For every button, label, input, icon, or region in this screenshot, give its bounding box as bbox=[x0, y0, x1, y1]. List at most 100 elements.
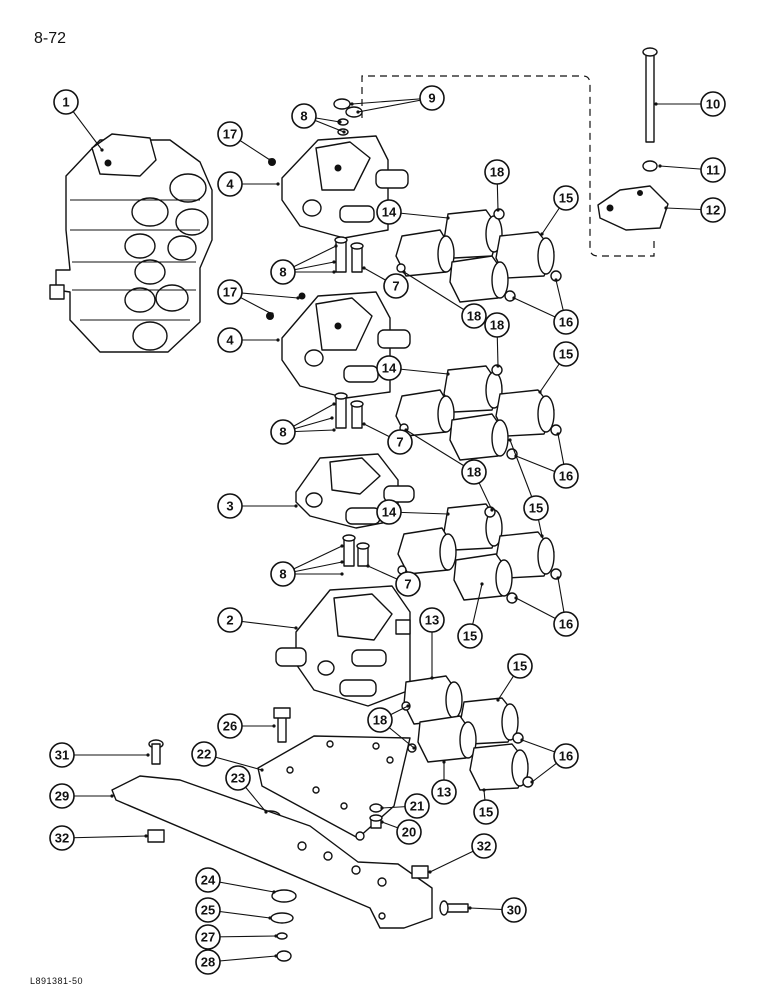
callout-number: 16 bbox=[559, 617, 573, 632]
callout-23: 23 bbox=[225, 765, 251, 791]
callout-number: 26 bbox=[223, 719, 237, 734]
callout-number: 15 bbox=[513, 659, 527, 674]
seal-stack-upper bbox=[333, 98, 364, 273]
callout-circle bbox=[501, 897, 527, 923]
leader-arrowhead bbox=[554, 278, 558, 282]
callout-circle bbox=[457, 623, 483, 649]
callout-circle bbox=[217, 327, 243, 353]
callout-14: 14 bbox=[376, 199, 402, 225]
callout-circle bbox=[395, 571, 421, 597]
solenoid-coils-row-1 bbox=[395, 208, 562, 303]
callout-16: 16 bbox=[553, 463, 579, 489]
leader-arrowhead bbox=[268, 916, 272, 920]
washer-11 bbox=[642, 160, 658, 172]
callout-circle bbox=[217, 279, 243, 305]
callout-16: 16 bbox=[553, 309, 579, 335]
callout-number: 18 bbox=[490, 318, 504, 333]
leader-arrowhead bbox=[540, 534, 544, 538]
leader-arrowhead bbox=[514, 596, 518, 600]
leader-arrowhead bbox=[446, 372, 450, 376]
callout-7: 7 bbox=[395, 571, 421, 597]
callout-13: 13 bbox=[419, 607, 445, 633]
callout-number: 32 bbox=[477, 839, 491, 854]
callout-26: 26 bbox=[217, 713, 243, 739]
callout-number: 22 bbox=[197, 747, 211, 762]
callout-18: 18 bbox=[367, 707, 393, 733]
seal-stack-middle bbox=[334, 392, 364, 429]
callout-number: 32 bbox=[55, 831, 69, 846]
callout-16: 16 bbox=[553, 743, 579, 769]
complete-valve-assembly bbox=[49, 133, 213, 353]
callout-number: 11 bbox=[706, 163, 720, 178]
leader-arrowhead bbox=[332, 402, 336, 406]
callout-22: 22 bbox=[191, 741, 217, 767]
callout-circle bbox=[383, 273, 409, 299]
leader-arrowhead bbox=[380, 820, 384, 824]
callout-number: 7 bbox=[404, 577, 411, 592]
callout-8: 8 bbox=[270, 561, 296, 587]
callout-circle bbox=[270, 259, 296, 285]
leader-arrowhead bbox=[274, 954, 278, 958]
leader-arrowhead bbox=[100, 148, 104, 152]
callout-circle bbox=[217, 607, 243, 633]
callout-circle bbox=[553, 463, 579, 489]
callout-circle bbox=[217, 713, 243, 739]
callout-7: 7 bbox=[383, 273, 409, 299]
callout-32: 32 bbox=[49, 825, 75, 851]
callout-number: 15 bbox=[559, 347, 573, 362]
callout-number: 7 bbox=[396, 435, 403, 450]
leader-arrowhead bbox=[362, 266, 366, 270]
callout-number: 17 bbox=[223, 285, 237, 300]
callout-number: 18 bbox=[467, 465, 481, 480]
callout-circle bbox=[376, 199, 402, 225]
leader-arrowhead bbox=[110, 794, 114, 798]
callout-number: 8 bbox=[300, 109, 307, 124]
leader-arrowhead bbox=[538, 390, 542, 394]
callout-circle bbox=[461, 303, 487, 329]
callout-circle bbox=[387, 429, 413, 455]
callout-circle bbox=[217, 171, 243, 197]
leader-arrowhead bbox=[446, 512, 450, 516]
callout-circle bbox=[195, 897, 221, 923]
callout-number: 21 bbox=[410, 799, 424, 814]
callout-circle bbox=[419, 85, 445, 111]
callout-number: 8 bbox=[279, 567, 286, 582]
callout-number: 25 bbox=[201, 903, 215, 918]
callout-circle bbox=[376, 499, 402, 525]
leader-arrowhead bbox=[270, 312, 274, 316]
callout-circle bbox=[419, 607, 445, 633]
leader-arrowhead bbox=[260, 768, 264, 772]
callout-circle bbox=[217, 121, 243, 147]
callout-number: 15 bbox=[529, 501, 543, 516]
callout-number: 4 bbox=[226, 177, 234, 192]
bolt-26 bbox=[273, 707, 291, 743]
callout-circle bbox=[507, 653, 533, 679]
callout-18: 18 bbox=[484, 312, 510, 338]
callout-3: 3 bbox=[217, 493, 243, 519]
callout-circle bbox=[700, 157, 726, 183]
callout-number: 9 bbox=[428, 91, 435, 106]
callout-circle bbox=[49, 783, 75, 809]
bolt-30 bbox=[439, 900, 469, 916]
callout-29: 29 bbox=[49, 783, 75, 809]
washer-21-screw-20 bbox=[369, 803, 383, 829]
callout-32: 32 bbox=[471, 833, 497, 859]
callout-number: 18 bbox=[373, 713, 387, 728]
leader-arrowhead bbox=[272, 724, 276, 728]
callout-circle bbox=[553, 309, 579, 335]
long-bolt bbox=[642, 47, 658, 143]
callout-15: 15 bbox=[523, 495, 549, 521]
callout-number: 7 bbox=[392, 279, 399, 294]
leader-line bbox=[405, 429, 475, 473]
callout-4: 4 bbox=[217, 327, 243, 353]
solenoid-coils-row-3 bbox=[397, 503, 562, 604]
callout-number: 15 bbox=[463, 629, 477, 644]
callout-number: 31 bbox=[55, 748, 69, 763]
leader-arrowhead bbox=[654, 102, 658, 106]
callout-17: 17 bbox=[217, 121, 243, 147]
callout-24: 24 bbox=[195, 867, 221, 893]
leader-arrowhead bbox=[520, 738, 524, 742]
leader-arrowhead bbox=[294, 626, 298, 630]
callout-circle bbox=[396, 819, 422, 845]
